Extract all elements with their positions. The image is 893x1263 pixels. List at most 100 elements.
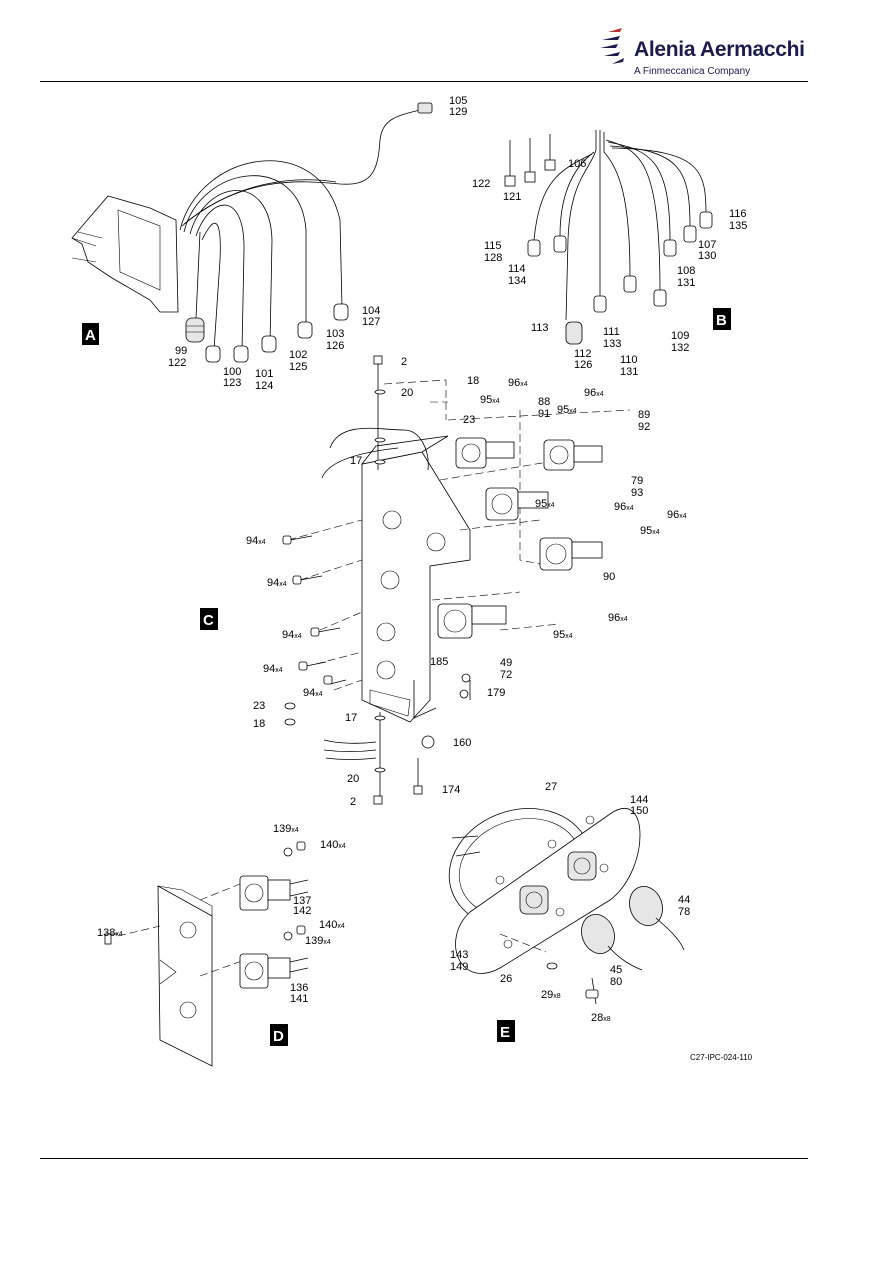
callout-179: 179 — [487, 687, 505, 699]
callout-18b: 18 — [253, 718, 265, 730]
callout-185: 185 — [430, 656, 448, 668]
callout-105: 105 — [449, 95, 467, 107]
callout-90: 90 — [603, 571, 615, 583]
callout-group: 1051291061221211161351071301151281141341… — [97, 95, 747, 1024]
callout-18a: 18 — [467, 375, 479, 387]
svg-text:E: E — [500, 1024, 510, 1041]
callout-89: 89 — [638, 409, 650, 421]
callout-122a: 122 — [168, 357, 186, 369]
brand-tagline: A Finmeccanica Company — [634, 66, 751, 77]
callout-20b: 20 — [347, 773, 359, 785]
callout-92: 92 — [638, 421, 650, 433]
view-e-label: E — [497, 1020, 515, 1042]
callout-94c: 94x4 — [282, 629, 302, 641]
callout-109: 109 — [671, 330, 689, 342]
callout-113: 113 — [531, 322, 549, 334]
callout-quantity: x4 — [291, 827, 299, 834]
callout-quantity: x4 — [323, 939, 331, 946]
callout-110: 110 — [620, 354, 638, 366]
callout-95a: 95x4 — [480, 394, 500, 406]
callout-20a: 20 — [401, 387, 413, 399]
callout-94d: 94x4 — [263, 663, 283, 675]
callout-72: 72 — [500, 669, 512, 681]
svg-text:D: D — [273, 1028, 284, 1045]
callout-88: 88 — [538, 396, 550, 408]
callout-139a: 139x4 — [273, 823, 299, 835]
callout-103: 103 — [326, 328, 344, 340]
callout-124: 124 — [255, 380, 273, 392]
callout-quantity: x4 — [596, 391, 604, 398]
callout-140b: 140x4 — [319, 919, 345, 931]
figure-reference: C27-IPC-024-110 — [690, 1053, 753, 1062]
callout-142: 142 — [293, 905, 311, 917]
callout-126b: 126 — [574, 359, 592, 371]
callout-26: 26 — [500, 973, 512, 985]
callout-139b: 139x4 — [305, 935, 331, 947]
callout-106: 106 — [568, 158, 586, 170]
callout-17b: 17 — [345, 712, 357, 724]
callout-143: 143 — [450, 949, 468, 961]
callout-quantity: x4 — [652, 529, 660, 536]
callout-114: 114 — [508, 263, 526, 275]
callout-quantity: x4 — [315, 691, 323, 698]
callout-94e: 94x4 — [303, 687, 323, 699]
callout-121: 121 — [503, 191, 521, 203]
callout-135: 135 — [729, 220, 747, 232]
svg-text:C: C — [203, 612, 214, 629]
callout-134: 134 — [508, 275, 526, 287]
callout-quantity: x4 — [679, 513, 687, 520]
callout-quantity: x4 — [547, 502, 555, 509]
callout-23a: 23 — [463, 414, 475, 426]
callout-quantity: x4 — [275, 667, 283, 674]
callout-quantity: x4 — [569, 408, 577, 415]
callout-17a: 17 — [350, 455, 362, 467]
callout-95e: 95x4 — [553, 629, 573, 641]
view-b-drawing — [504, 130, 713, 345]
callout-quantity: x4 — [565, 633, 573, 640]
callout-95c: 95x4 — [535, 498, 555, 510]
callout-137: 137 — [293, 895, 311, 907]
callout-116: 116 — [729, 208, 747, 220]
callout-127: 127 — [362, 316, 380, 328]
callout-quantity: x4 — [115, 931, 123, 938]
callout-96b: 96x4 — [584, 387, 604, 399]
view-c-label: C — [200, 608, 218, 630]
callout-126a: 126 — [326, 340, 344, 352]
callout-quantity: x4 — [620, 616, 628, 623]
callout-quantity: x4 — [258, 539, 266, 546]
callout-78: 78 — [678, 906, 690, 918]
callout-quantity: x4 — [337, 923, 345, 930]
callout-23b: 23 — [253, 700, 265, 712]
view-a-drawing — [71, 102, 433, 363]
callout-49: 49 — [500, 657, 512, 669]
callout-quantity: x4 — [492, 398, 500, 405]
callout-96d: 96x4 — [667, 509, 687, 521]
callout-174: 174 — [442, 784, 460, 796]
view-d-label: D — [270, 1024, 288, 1046]
callout-96e: 96x4 — [608, 612, 628, 624]
callout-27: 27 — [545, 781, 557, 793]
callout-129: 129 — [449, 106, 467, 118]
svg-text:B: B — [716, 312, 727, 329]
callout-144: 144 — [630, 794, 648, 806]
alenia-logo-icon — [600, 28, 624, 64]
callout-138: 138x4 — [97, 927, 123, 939]
callout-101: 101 — [255, 368, 273, 380]
callout-122b: 122 — [472, 178, 490, 190]
callout-93: 93 — [631, 487, 643, 499]
view-c-drawing — [282, 355, 631, 805]
callout-79: 79 — [631, 475, 643, 487]
callout-96a: 96x4 — [508, 377, 528, 389]
callout-141: 141 — [290, 993, 308, 1005]
callout-quantity: x8 — [603, 1016, 611, 1023]
callout-149: 149 — [450, 961, 468, 973]
header-rule — [40, 81, 808, 82]
callout-112: 112 — [574, 348, 592, 360]
callout-quantity: x4 — [294, 633, 302, 640]
callout-94b: 94x4 — [267, 577, 287, 589]
callout-131b: 131 — [620, 366, 638, 378]
callout-99: 99 — [175, 345, 187, 357]
callout-104: 104 — [362, 305, 380, 317]
callout-115: 115 — [484, 240, 502, 252]
